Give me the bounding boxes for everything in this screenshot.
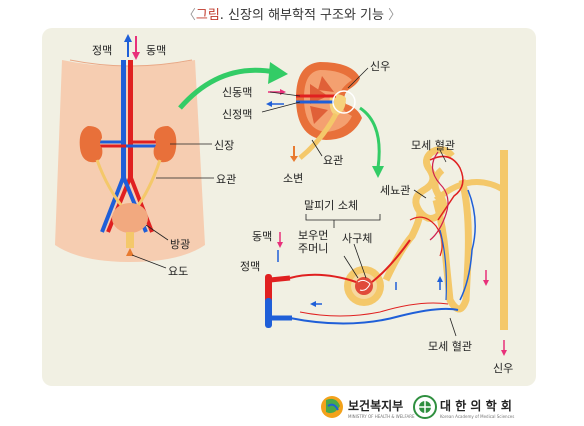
- torso-leader-lines: [131, 143, 214, 269]
- green-arrow-1: [178, 67, 276, 110]
- urethra-label: 요도: [168, 265, 189, 278]
- tubule-label: 세뇨관: [380, 184, 411, 197]
- renal-artery-label: 신동맥: [222, 86, 253, 99]
- detail-leader-lines: [261, 67, 369, 157]
- green-arrow-2-head: [372, 166, 384, 178]
- kidney-detail: [266, 62, 362, 162]
- academy-sub: Korean Academy of Medical Sciences: [440, 414, 515, 419]
- nephron: [265, 146, 508, 356]
- ureter-label: 요관: [216, 173, 237, 186]
- artery-label: 동맥: [252, 230, 273, 243]
- glomerulus-label: 사구체: [342, 232, 373, 245]
- renal-vein-label: 신정맥: [222, 108, 253, 121]
- kidney-label: 신장: [214, 139, 235, 152]
- ureter2-label: 요관: [323, 154, 344, 167]
- urine-label: 소변: [283, 172, 304, 185]
- bladder: [112, 203, 148, 256]
- title-text: . 신장의 해부학적 구조와 기능: [219, 8, 384, 23]
- figure-title: 〈그림. 신장의 해부학적 구조와 기능 〉: [0, 4, 584, 23]
- bowman-label: 보우먼 주머니: [298, 229, 329, 255]
- ministry-logo: [321, 396, 343, 418]
- academy-logo: [413, 395, 437, 419]
- vein-label: 정맥: [240, 260, 261, 273]
- renal-corpuscle-label: 말피기 소체: [304, 199, 359, 212]
- nephron-leader-lines: [305, 149, 457, 337]
- title-bracket-open: 〈: [182, 8, 196, 23]
- artery-top-label: 동맥: [146, 44, 167, 57]
- ministry-name: 보건복지부: [348, 399, 404, 413]
- title-bracket-close: 〉: [388, 8, 402, 23]
- capillary-bottom-label: 모세 혈관: [428, 340, 472, 353]
- great-vessels: [98, 60, 158, 233]
- ministry-sub: MINISTRY OF HEALTH & WELFARE: [348, 414, 415, 419]
- bladder-label: 방광: [170, 238, 191, 251]
- capillary-top-label: 모세 혈관: [411, 139, 455, 152]
- top-vessel-arrows: [124, 34, 140, 60]
- vein-top-label: 정맥: [92, 44, 113, 57]
- academy-name: 대 한 의 학 회: [440, 399, 512, 413]
- renal-pelvis-bottom-label: 신우: [493, 362, 514, 375]
- renal-pelvis-label: 신우: [370, 60, 391, 73]
- green-arrow-1-head: [268, 62, 288, 84]
- title-highlight: 그림: [195, 8, 220, 23]
- green-arrow-2: [359, 106, 381, 169]
